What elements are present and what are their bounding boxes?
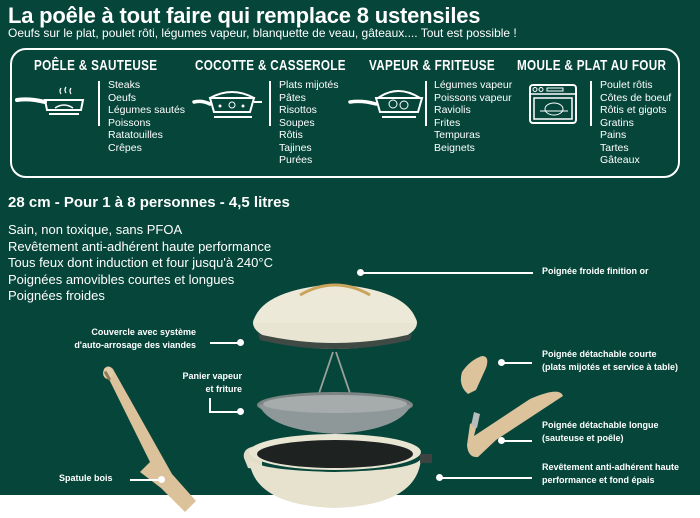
- callout-line: [210, 342, 240, 344]
- callout-dot-short-handle: [498, 359, 505, 366]
- callout-line: [502, 440, 532, 442]
- feature-item: Tous feux dont induction et four jusqu'à…: [8, 255, 273, 271]
- callout-line: [502, 362, 532, 364]
- casserole-icon: [192, 91, 262, 118]
- callout-line: [440, 477, 532, 479]
- usage-list-vapeur: Légumes vapeur Poissons vapeur Raviolis …: [434, 79, 512, 154]
- feature-item: Sain, non toxique, sans PFOA: [8, 222, 183, 237]
- usage-item: Tempuras: [434, 129, 481, 141]
- usage-item: Rôtis: [279, 129, 303, 141]
- usage-heading-vapeur: VAPEUR & FRITEUSE: [369, 57, 496, 74]
- wooden-spatula: [103, 366, 196, 512]
- callout-coating: Revêtement anti-adhérent haute performan…: [542, 462, 680, 485]
- page-title: La poêle à tout faire qui remplace 8 ust…: [8, 3, 481, 28]
- usage-item: Pains: [600, 129, 627, 141]
- usage-item: Plats mijotés: [279, 79, 339, 91]
- separator: [98, 81, 100, 126]
- usage-item: Gratins: [600, 116, 634, 129]
- usage-item: Tajines: [279, 141, 312, 154]
- usage-item: Crêpes: [108, 141, 142, 154]
- usage-heading-cocotte: COCOTTE & CASSEROLE: [195, 57, 346, 74]
- frying-pan-icon: [15, 86, 85, 115]
- callout-spatula: Spatule bois: [59, 473, 113, 483]
- callout-dot-long-handle: [498, 437, 505, 444]
- callout-short-handle: Poignée détachable courte (plats mijotés…: [542, 349, 679, 372]
- usage-item: Légumes vapeur: [434, 79, 513, 91]
- callout-basket: Panier vapeur et friture: [182, 371, 242, 394]
- callout-dot-lid: [237, 339, 244, 346]
- usage-item: Risottos: [279, 104, 317, 116]
- usage-item: Pâtes: [279, 91, 306, 104]
- usage-item: Steaks: [108, 79, 141, 91]
- usage-item: Soupes: [279, 116, 315, 129]
- usage-list-poele: Steaks Oeufs Légumes sautés Poissons Rat…: [108, 79, 185, 154]
- usage-item: Poissons: [108, 116, 151, 129]
- callout-line: [130, 479, 160, 481]
- feature-item: Revêtement anti-adhérent haute performan…: [8, 238, 272, 254]
- specs-title: 28 cm - Pour 1 à 8 personnes - 4,5 litre…: [8, 194, 290, 211]
- callout-line: [361, 272, 533, 274]
- usage-item: Gâteaux: [600, 154, 640, 166]
- steamer-pan-icon: [348, 90, 424, 118]
- feature-item: Poignées amovibles courtes et longues: [8, 271, 235, 287]
- page-subtitle: Oeufs sur le plat, poulet rôti, légumes …: [8, 26, 517, 40]
- callout-line: [209, 398, 211, 412]
- callout-lid-handle: Poignée froide finition or: [542, 266, 649, 276]
- usage-item: Poulet rôtis: [600, 79, 653, 91]
- callout-dot-basket: [237, 408, 244, 415]
- feature-item: Poignées froides: [8, 288, 105, 304]
- separator: [425, 81, 427, 126]
- usage-heading-poele: POÊLE & SAUTEUSE: [34, 57, 158, 74]
- usage-item: Raviolis: [434, 104, 471, 116]
- usage-item: Tartes: [600, 141, 629, 154]
- callout-long-handle: Poignée détachable longue (sauteuse et p…: [542, 420, 659, 443]
- callout-dot-lid-handle: [357, 269, 364, 276]
- usage-item: Oeufs: [108, 91, 137, 104]
- features-list: Sain, non toxique, sans PFOA Revêtement …: [8, 222, 273, 305]
- callout-dot-coating: [436, 474, 443, 481]
- oven-icon: [529, 84, 577, 124]
- usage-item: Légumes sautés: [108, 104, 186, 116]
- usage-heading-moule: MOULE & PLAT AU FOUR: [517, 57, 667, 74]
- usage-item: Poissons vapeur: [434, 91, 512, 104]
- usage-item: Côtes de boeuf: [600, 91, 672, 104]
- separator: [590, 81, 592, 126]
- callout-dot-spatula: [158, 476, 165, 483]
- usage-panel: POÊLE & SAUTEUSE Steaks Oeufs Légumes sa…: [10, 48, 680, 178]
- usage-item: Purées: [279, 154, 313, 166]
- usage-item: Rôtis et gigots: [600, 104, 667, 116]
- usage-item: Frites: [434, 116, 461, 129]
- usage-list-moule: Poulet rôtis Côtes de boeuf Rôtis et gig…: [600, 79, 671, 167]
- usage-item: Beignets: [434, 141, 475, 154]
- callout-line: [209, 411, 239, 413]
- usage-list-cocotte: Plats mijotés Pâtes Risottos Soupes Rôti…: [279, 79, 339, 167]
- usage-item: Ratatouilles: [108, 129, 163, 141]
- callout-lid: Couvercle avec système d'auto-arrosage d…: [74, 327, 196, 350]
- separator: [269, 81, 271, 126]
